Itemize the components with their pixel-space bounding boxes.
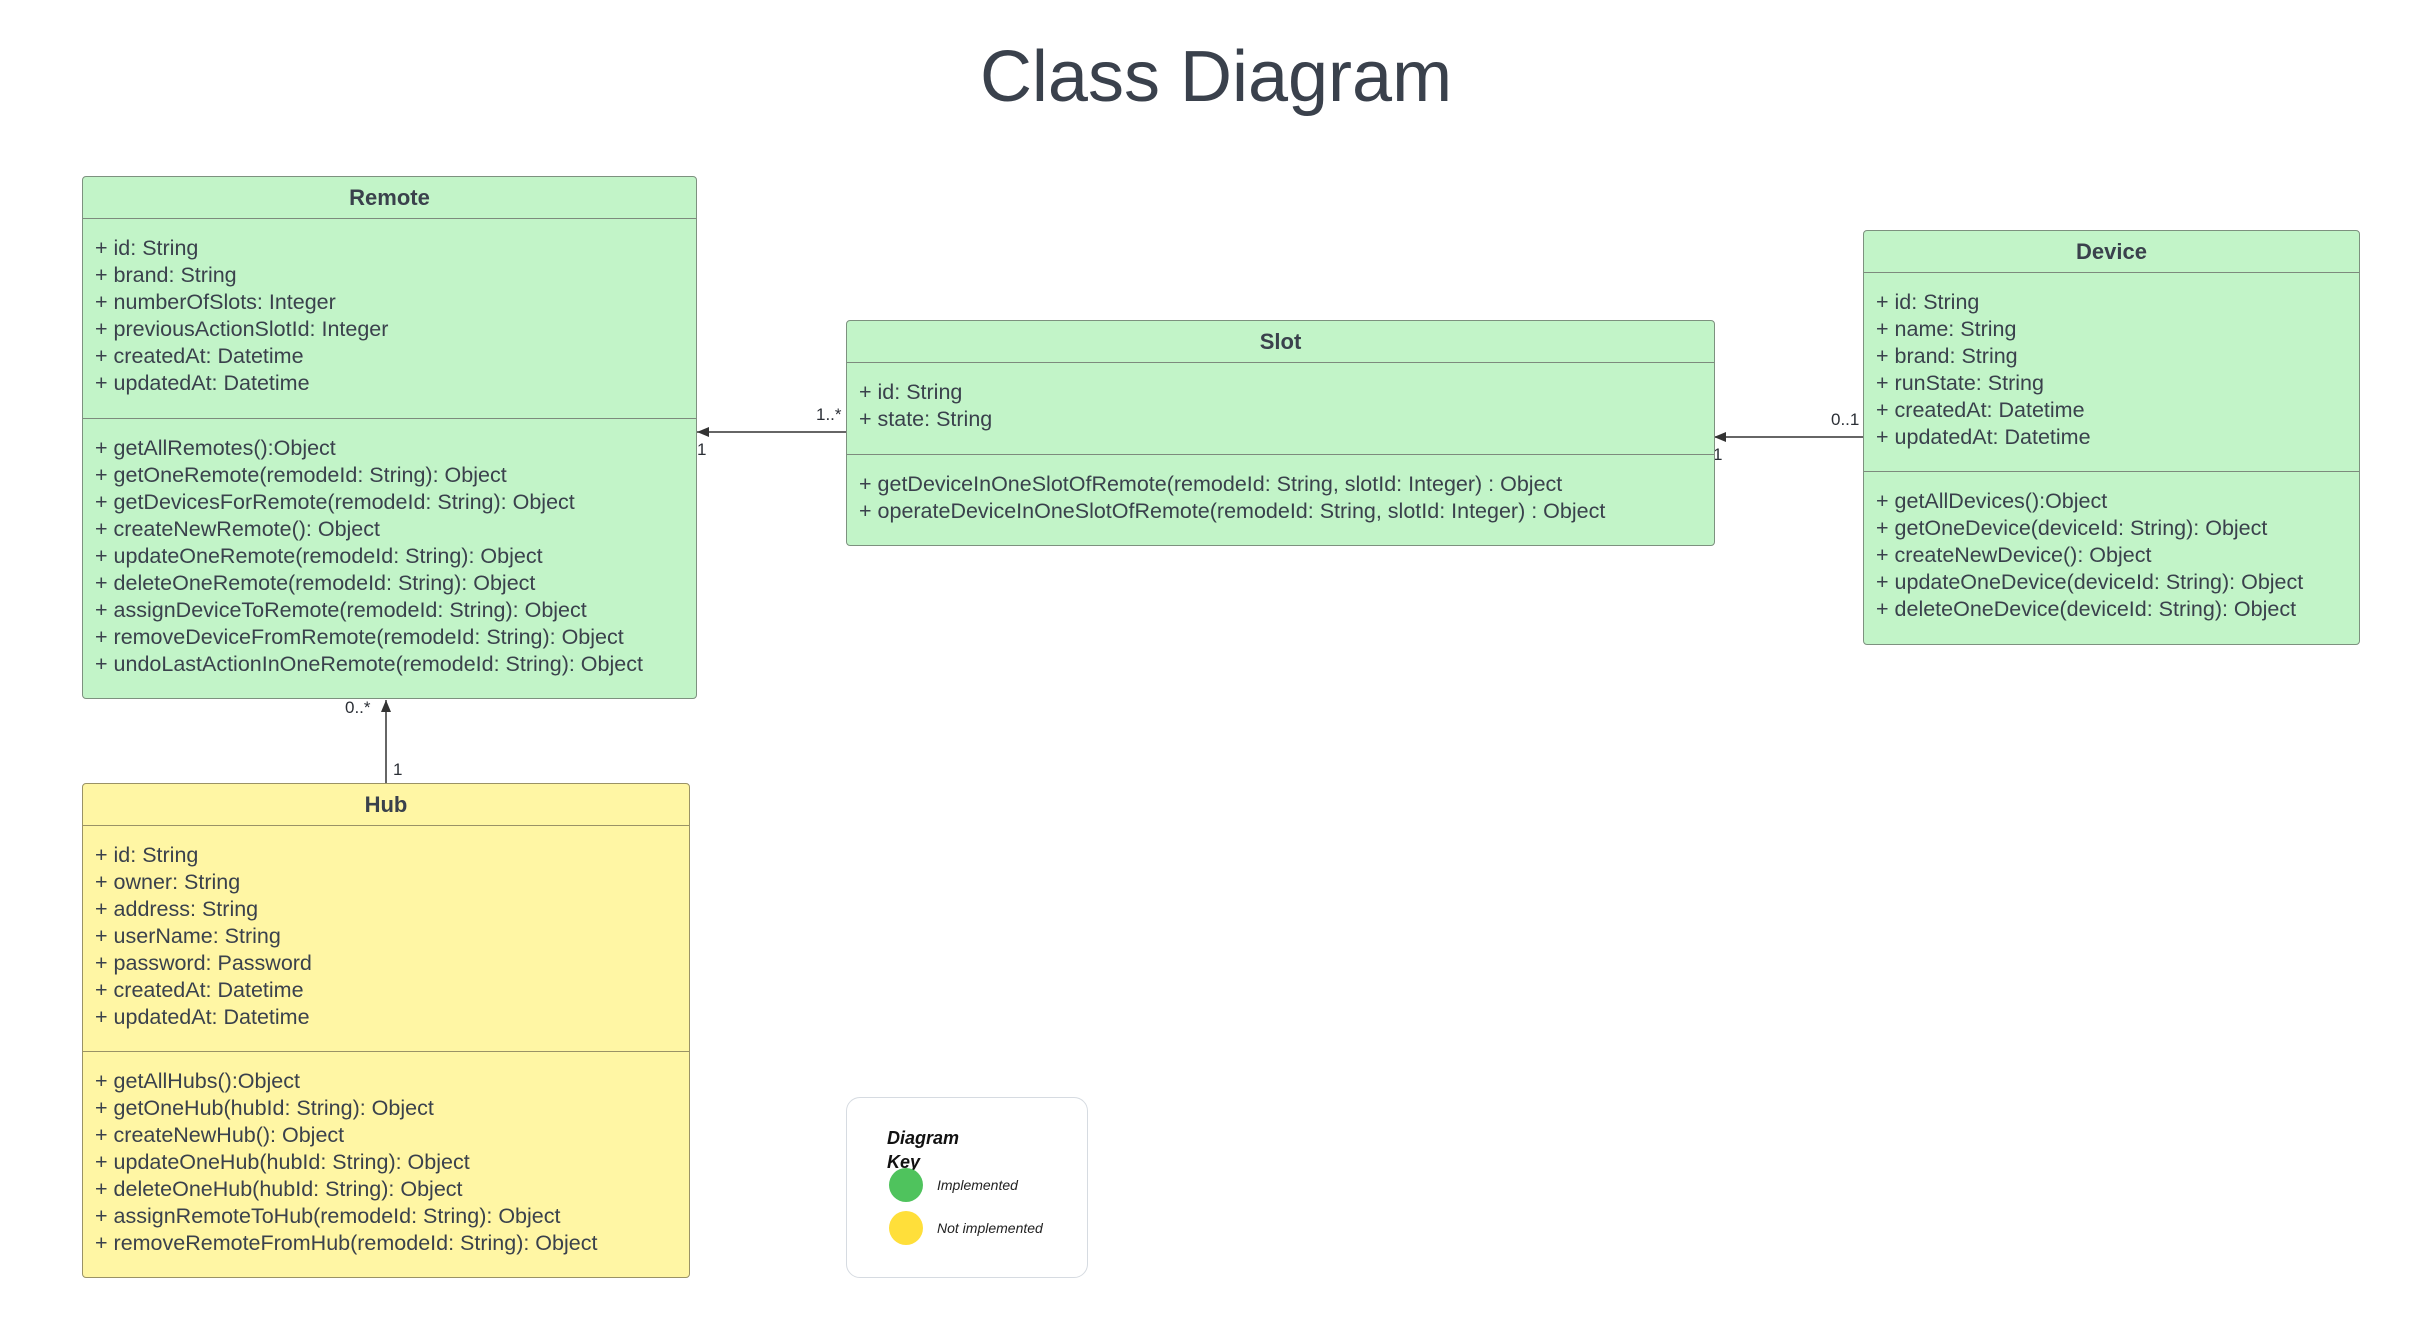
attribute: + previousActionSlotId: Integer [95, 317, 389, 341]
method: + getDeviceInOneSlotOfRemote(remodeId: S… [859, 472, 1563, 496]
not-implemented-swatch [889, 1211, 923, 1245]
method: + createNewHub(): Object [95, 1123, 345, 1147]
slot-end-multiplicity: 1..* [816, 405, 842, 424]
attribute: + updatedAt: Datetime [95, 1005, 310, 1029]
attribute: + id: String [95, 236, 199, 260]
method: + assignRemoteToHub(remodeId: String): O… [95, 1204, 561, 1228]
attribute: + id: String [1876, 290, 1980, 314]
method: + deleteOneHub(hubId: String): Object [95, 1177, 463, 1201]
class-name: Slot [847, 321, 1714, 363]
class-device[interactable]: Device + id: String + name: String + bra… [1863, 230, 2360, 645]
methods-section: + getDeviceInOneSlotOfRemote(remodeId: S… [847, 455, 1714, 525]
implemented-swatch [889, 1168, 923, 1202]
method: + createNewDevice(): Object [1876, 543, 2152, 567]
methods-section: + getAllHubs():Object + getOneHub(hubId:… [83, 1052, 689, 1257]
attribute: + createdAt: Datetime [95, 978, 304, 1002]
method: + createNewRemote(): Object [95, 517, 380, 541]
method: + removeRemoteFromHub(remodeId: String):… [95, 1231, 598, 1255]
method: + updateOneDevice(deviceId: String): Obj… [1876, 570, 2304, 594]
attribute: + createdAt: Datetime [95, 344, 304, 368]
attribute: + runState: String [1876, 371, 2044, 395]
attribute: + password: Password [95, 951, 312, 975]
method: + getOneHub(hubId: String): Object [95, 1096, 434, 1120]
attribute: + numberOfSlots: Integer [95, 290, 336, 314]
class-slot[interactable]: Slot + id: String + state: String + getD… [846, 320, 1715, 546]
method: + updateOneHub(hubId: String): Object [95, 1150, 470, 1174]
attributes-section: + id: String + brand: String + numberOfS… [83, 219, 696, 419]
attribute: + state: String [859, 407, 993, 431]
method: + getAllRemotes():Object [95, 436, 336, 460]
method: + assignDeviceToRemote(remodeId: String)… [95, 598, 587, 622]
attribute: + name: String [1876, 317, 2017, 341]
class-name: Remote [83, 177, 696, 219]
method: + getDevicesForRemote(remodeId: String):… [95, 490, 575, 514]
method: + getAllDevices():Object [1876, 489, 2108, 513]
attributes-section: + id: String + owner: String + address: … [83, 826, 689, 1052]
method: + undoLastActionInOneRemote(remodeId: St… [95, 652, 643, 676]
method: + getAllHubs():Object [95, 1069, 300, 1093]
method: + getOneRemote(remodeId: String): Object [95, 463, 507, 487]
attribute: + brand: String [1876, 344, 2018, 368]
attribute: + brand: String [95, 263, 237, 287]
diagram-key: Diagram Key Implemented Not implemented [846, 1097, 1088, 1278]
attribute: + owner: String [95, 870, 241, 894]
attribute: + userName: String [95, 924, 281, 948]
attribute: + id: String [95, 843, 199, 867]
attribute: + id: String [859, 380, 963, 404]
remote-end-multiplicity: 1 [697, 440, 707, 459]
diagram-title: Class Diagram [979, 37, 1453, 117]
hub-remote-end-multiplicity: 0..* [345, 698, 371, 717]
attribute: + updatedAt: Datetime [95, 371, 310, 395]
class-hub[interactable]: Hub + id: String + owner: String + addre… [82, 783, 690, 1278]
attributes-section: + id: String + name: String + brand: Str… [1864, 273, 2359, 472]
diagram-key-title: Diagram Key [887, 1128, 960, 1172]
implemented-label: Implemented [937, 1177, 1018, 1193]
not-implemented-label: Not implemented [937, 1220, 1043, 1236]
class-name: Device [1864, 231, 2359, 273]
method: + getOneDevice(deviceId: String): Object [1876, 516, 2268, 540]
attribute: + createdAt: Datetime [1876, 398, 2085, 422]
hub-end-multiplicity: 1 [393, 760, 403, 779]
method: + deleteOneRemote(remodeId: String): Obj… [95, 571, 536, 595]
method: + deleteOneDevice(deviceId: String): Obj… [1876, 597, 2297, 621]
method: + removeDeviceFromRemote(remodeId: Strin… [95, 625, 624, 649]
attributes-section: + id: String + state: String [847, 363, 1714, 455]
class-name: Hub [83, 784, 689, 826]
method: + operateDeviceInOneSlotOfRemote(remodeI… [859, 499, 1606, 523]
attribute: + updatedAt: Datetime [1876, 425, 2091, 449]
method: + updateOneRemote(remodeId: String): Obj… [95, 544, 543, 568]
slot-device-end-multiplicity: 1 [1713, 445, 1723, 464]
methods-section: + getAllRemotes():Object + getOneRemote(… [83, 419, 696, 678]
device-end-multiplicity: 0..1 [1831, 410, 1860, 429]
attribute: + address: String [95, 897, 259, 921]
class-remote[interactable]: Remote + id: String + brand: String + nu… [82, 176, 697, 699]
methods-section: + getAllDevices():Object + getOneDevice(… [1864, 472, 2359, 623]
